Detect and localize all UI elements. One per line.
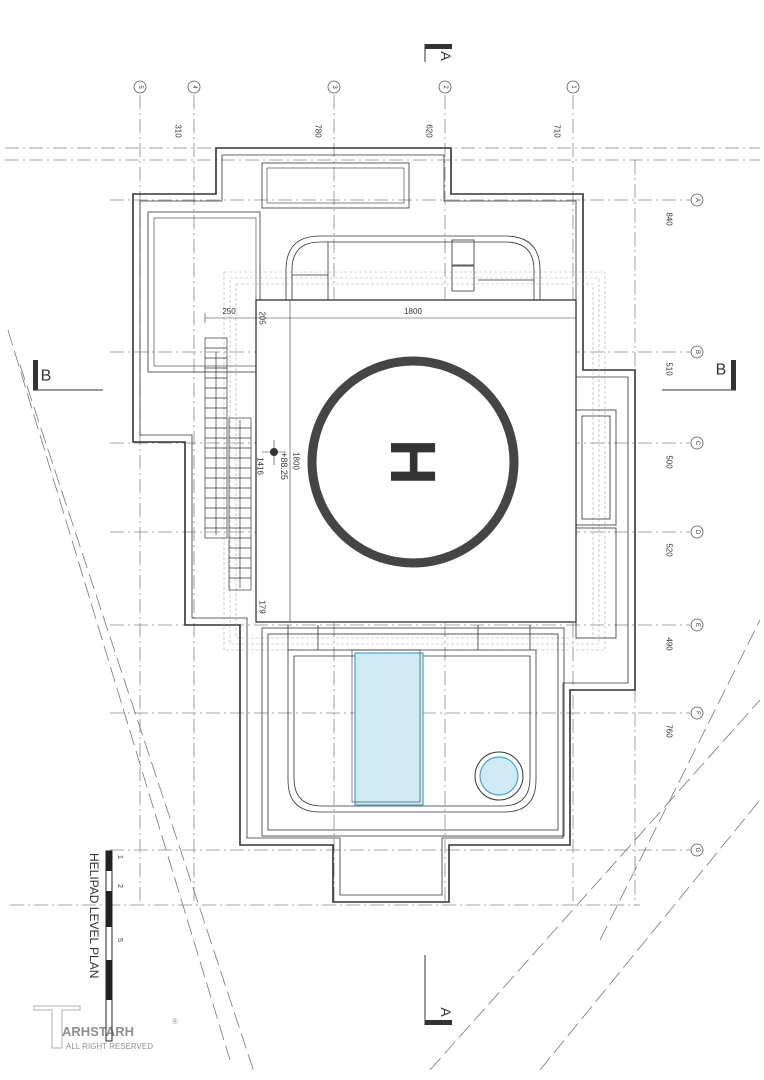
dim-490: 490 bbox=[665, 637, 674, 651]
dimensions-pad: 250 205 1800 1800 1416 179 +88.25 bbox=[222, 307, 422, 614]
grid-label-f: F bbox=[694, 711, 700, 715]
scale-label-1: 1 bbox=[116, 855, 123, 859]
watermark-registered: ® bbox=[172, 1017, 178, 1026]
building-outline bbox=[132, 147, 636, 903]
stairs bbox=[204, 337, 252, 591]
dim-520: 520 bbox=[665, 543, 674, 557]
grid-labels-top: 5 4 3 2 1 bbox=[137, 85, 576, 89]
grid-label-5: 5 bbox=[137, 85, 143, 89]
section-markers-a: A A bbox=[424, 44, 454, 1025]
watermark-logo-icon bbox=[33, 1005, 81, 1049]
helipad-letter: H bbox=[377, 439, 449, 485]
dim-710: 710 bbox=[553, 124, 562, 138]
watermark-rights: ALL RIGHT RESERVED bbox=[66, 1042, 153, 1051]
site-boundary-lines bbox=[7, 329, 761, 1076]
scale-label-2: 2 bbox=[116, 884, 123, 888]
jacuzzi bbox=[479, 756, 519, 796]
section-a-bottom: A bbox=[438, 1007, 454, 1017]
grid-label-c: C bbox=[694, 441, 700, 446]
swimming-pool bbox=[354, 652, 424, 806]
dim-179: 179 bbox=[258, 600, 267, 614]
drawing-title: HELIPAD LEVEL PLAN bbox=[87, 853, 101, 978]
section-b-right: B bbox=[716, 362, 727, 379]
dim-760: 760 bbox=[665, 724, 674, 738]
grid-label-a: A bbox=[694, 198, 700, 202]
dim-500: 500 bbox=[665, 455, 674, 469]
dim-250: 250 bbox=[222, 307, 236, 316]
dim-1416: 1416 bbox=[256, 457, 265, 475]
grid-bubbles-top bbox=[133, 80, 580, 94]
watermark-brand: ARHSTARH bbox=[62, 1024, 134, 1039]
dim-1800-width: 1800 bbox=[404, 307, 422, 316]
dim-510: 510 bbox=[665, 362, 674, 376]
grid-label-4: 4 bbox=[191, 85, 197, 89]
parapet-band bbox=[223, 271, 606, 651]
pad-dimension-lines bbox=[204, 299, 577, 623]
watermark: ARHSTARH ® ALL RIGHT RESERVED bbox=[33, 1005, 178, 1051]
grid-label-2: 2 bbox=[442, 85, 448, 89]
level-marker-icon bbox=[270, 448, 278, 456]
dim-840: 840 bbox=[665, 212, 674, 226]
dim-205: 205 bbox=[258, 311, 267, 325]
grid-bubbles-right bbox=[690, 193, 704, 857]
dim-780: 780 bbox=[314, 124, 323, 138]
right-openings bbox=[575, 409, 617, 639]
scale-label-5: 5 bbox=[116, 938, 123, 942]
pool-edge bbox=[351, 649, 421, 803]
section-markers-b: B B bbox=[33, 360, 736, 391]
grid-label-g: G bbox=[694, 848, 700, 853]
jacuzzi-rim bbox=[474, 751, 524, 801]
dim-310: 310 bbox=[174, 124, 183, 138]
level-mark: +88.25 bbox=[279, 452, 289, 480]
helipad-ring bbox=[307, 356, 519, 568]
grid-label-d: D bbox=[694, 530, 700, 535]
upper-room bbox=[285, 235, 541, 301]
dimensions-right: 840 510 500 520 490 760 bbox=[665, 212, 674, 738]
dim-620: 620 bbox=[425, 124, 434, 138]
grid-labels-right: A B C D E F G bbox=[694, 198, 700, 853]
dim-1800-height: 1800 bbox=[292, 452, 301, 470]
section-b-left: B bbox=[41, 368, 52, 385]
dimensions-top: 310 780 620 710 bbox=[174, 124, 562, 138]
grid-label-b: B bbox=[694, 350, 700, 354]
grid-label-e: E bbox=[694, 623, 700, 627]
grid-label-1: 1 bbox=[570, 85, 576, 89]
section-a-top: A bbox=[438, 51, 454, 61]
scale-bar: 1 2 5 bbox=[105, 850, 123, 1042]
lower-deck bbox=[261, 625, 565, 837]
grid-label-3: 3 bbox=[331, 85, 337, 89]
